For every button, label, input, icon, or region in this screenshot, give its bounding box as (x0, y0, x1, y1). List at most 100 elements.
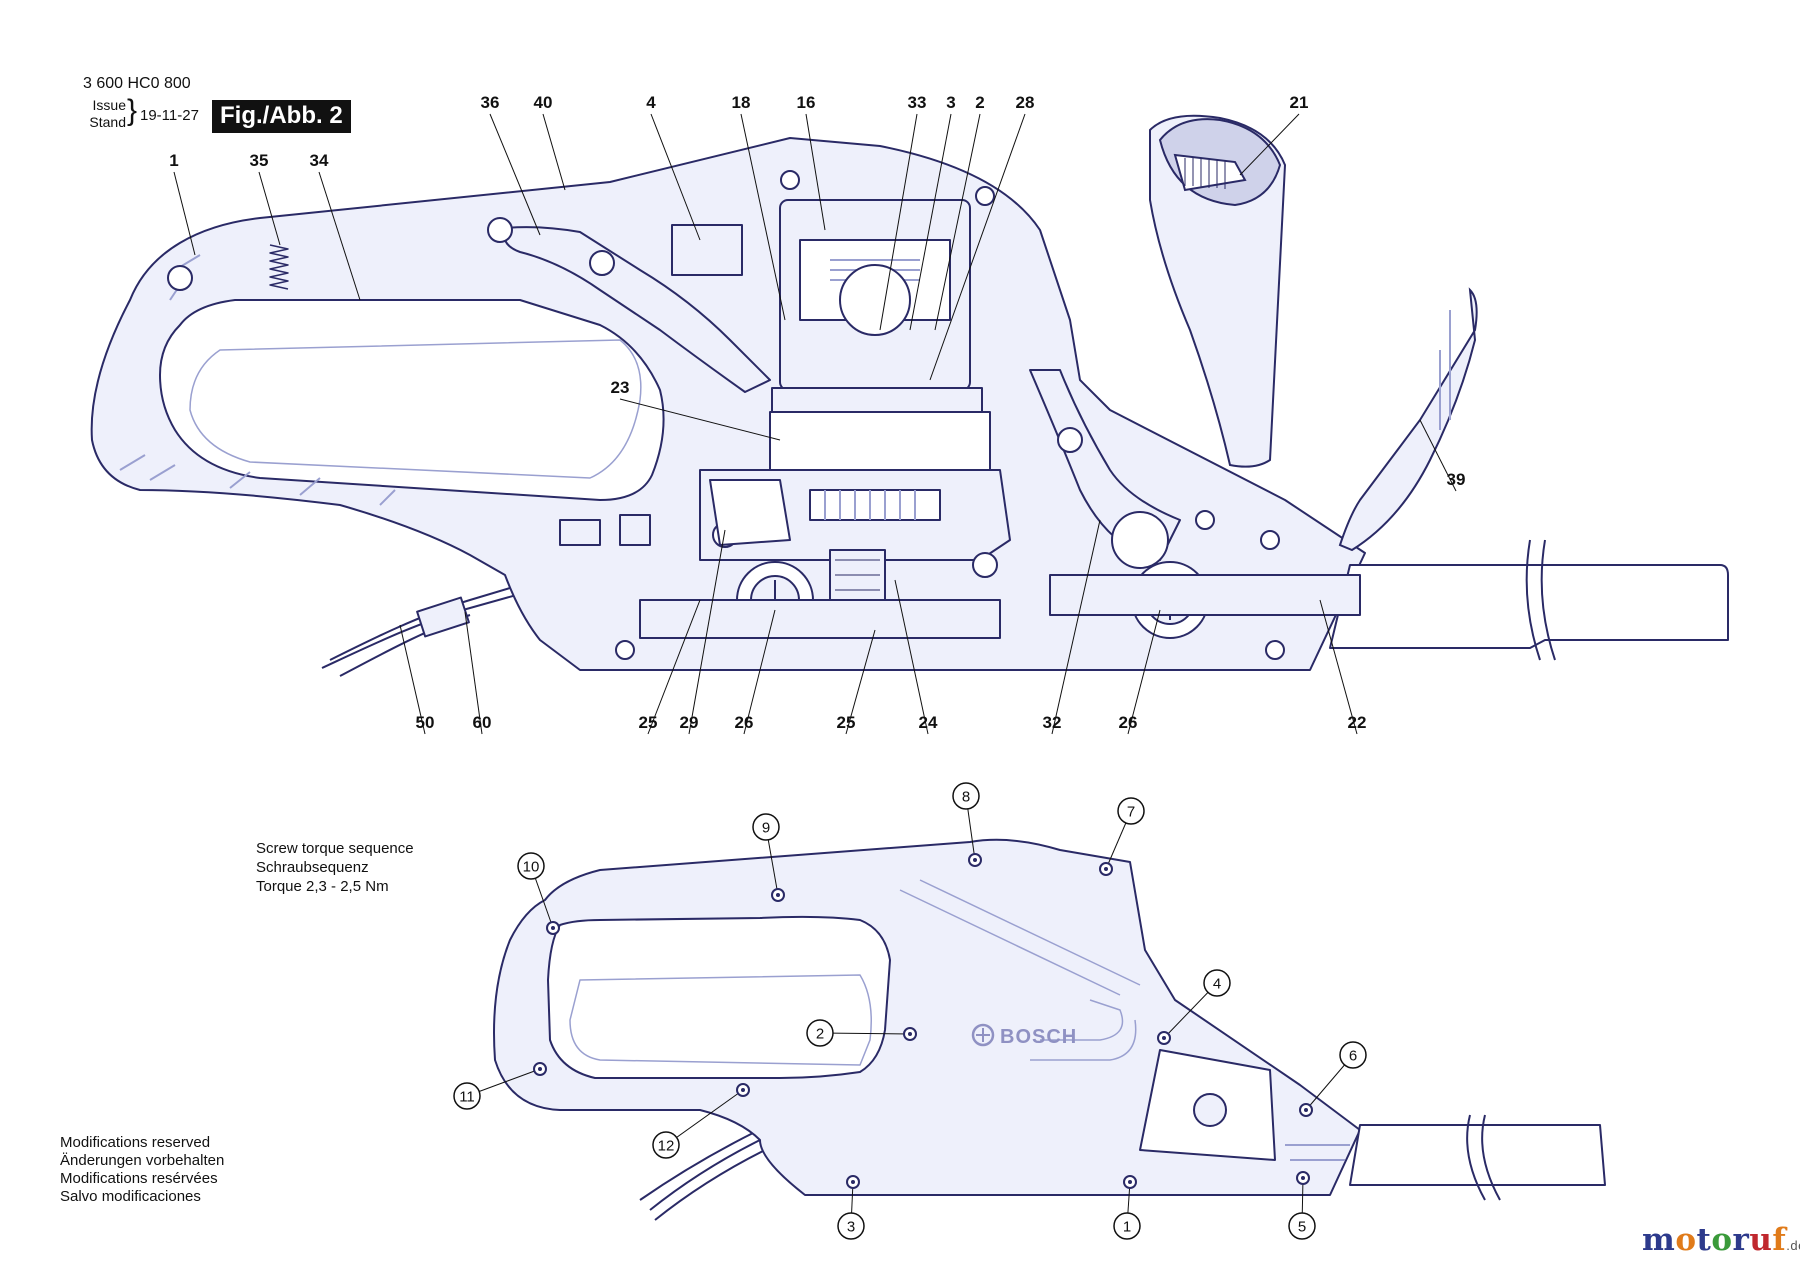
part-callout-26: 26 (1119, 713, 1138, 732)
watermark-letter: r (1732, 1222, 1750, 1258)
issue-date: 19-11-27 (140, 107, 199, 124)
watermark-logo: motoruf.de (1642, 1222, 1800, 1258)
screw-number-circle (1113, 1212, 1141, 1240)
screw-number-circle (837, 1212, 865, 1240)
screw-head-center (741, 1088, 745, 1092)
part-callout-2: 2 (975, 93, 984, 112)
part-callout-35: 35 (250, 151, 269, 170)
screw-sequence-5: 5 (1298, 1219, 1306, 1236)
watermark-letter: o (1711, 1222, 1733, 1258)
torque-line-3: Torque 2,3 - 2,5 Nm (256, 878, 389, 895)
screw-sequence-7: 7 (1127, 804, 1135, 821)
modifications-fr: Modifications resérvées (60, 1170, 218, 1187)
screw-head-center (1128, 1180, 1132, 1184)
part-callout-4: 4 (646, 93, 656, 112)
callout-leader (934, 113, 981, 331)
modifications-es: Salvo modificaciones (60, 1188, 201, 1205)
issue-stand-labels: Issue Stand (80, 97, 126, 131)
modifications-note: Modifications reserved Änderungen vorbeh… (60, 1134, 224, 1206)
screw-number-circle (1117, 797, 1145, 825)
callout-leader (688, 529, 726, 735)
callout-leader (1239, 113, 1300, 176)
callout-leader (879, 113, 918, 331)
screw-number-circle (752, 813, 780, 841)
handle-opening (159, 299, 665, 501)
callout-leader (845, 629, 876, 735)
part-callout-29: 29 (680, 713, 699, 732)
assembled-cable (649, 1129, 791, 1211)
torque-note: Screw torque sequence Schraubsequenz Tor… (256, 839, 414, 896)
callout-leader (740, 113, 786, 321)
screw-head-center (1104, 867, 1108, 871)
blade-guard (1338, 287, 1478, 552)
figure-label: Fig./Abb. 2 (212, 100, 351, 133)
screw-number-circle (1288, 1212, 1316, 1240)
screw-head-center (1301, 1176, 1305, 1180)
screw-head-center (973, 858, 977, 862)
screw-sequence-12: 12 (658, 1138, 675, 1155)
screw-number-circle (652, 1131, 680, 1159)
watermark-letter: m (1642, 1222, 1676, 1258)
modifications-en: Modifications reserved (60, 1134, 211, 1151)
watermark-domain: .de (1786, 1238, 1800, 1253)
screw-number-circle (517, 852, 545, 880)
part-callout-1: 1 (169, 151, 178, 170)
screw-sequence-11: 11 (459, 1089, 475, 1106)
issue-label: Issue (92, 97, 126, 113)
stand-label: Stand (89, 114, 126, 130)
screw-head-center (1162, 1036, 1166, 1040)
part-callout-23: 23 (611, 378, 630, 397)
callout-leader (894, 579, 929, 735)
callout-leader (318, 171, 361, 301)
part-callout-16: 16 (797, 93, 816, 112)
screw-number-circle (453, 1082, 481, 1110)
callout-leader (464, 611, 483, 735)
watermark-letter: f (1772, 1222, 1787, 1258)
screw-number-circle (806, 1019, 834, 1047)
screw-sequence-8: 8 (962, 789, 970, 806)
part-callout-39: 39 (1447, 470, 1466, 489)
callout-leader (489, 113, 541, 236)
part-callout-50: 50 (416, 713, 435, 732)
screw-sequence-1: 1 (1123, 1219, 1131, 1236)
screw-sequence-10: 10 (523, 859, 540, 876)
part-number: 3 600 HC0 800 (83, 75, 191, 92)
callout-leader (1051, 519, 1101, 735)
screw-sequence-6: 6 (1349, 1048, 1357, 1065)
part-callout-21: 21 (1290, 93, 1309, 112)
assembled-handle-opening (547, 915, 891, 1079)
part-callout-25: 25 (837, 713, 856, 732)
callout-leader (542, 113, 566, 191)
assembled-blade-bar (1349, 1124, 1606, 1186)
callout-leader (1419, 419, 1457, 492)
brace-glyph: } (127, 94, 138, 127)
screw-head-center (551, 926, 555, 930)
spring (269, 244, 289, 290)
tool-housing-exploded (90, 137, 1729, 677)
callout-leader (743, 609, 776, 735)
screw-number-circle (952, 782, 980, 810)
screw-sequence-4: 4 (1213, 976, 1221, 993)
callout-leader (650, 113, 701, 241)
part-callout-36: 36 (481, 93, 500, 112)
callout-leader (1127, 609, 1161, 735)
screw-leader (819, 1032, 911, 1035)
screw-head-center (1304, 1108, 1308, 1112)
housing-outline (90, 137, 1366, 671)
part-callout-26: 26 (735, 713, 754, 732)
watermark-letters: motoruf (1642, 1222, 1786, 1258)
part-callout-32: 32 (1043, 713, 1062, 732)
screw-head-center (851, 1180, 855, 1184)
callout-leader (173, 171, 196, 256)
screw-head-center (908, 1032, 912, 1036)
screw-sequence-2: 2 (816, 1026, 824, 1043)
torque-line-2: Schraubsequenz (256, 859, 369, 876)
callout-leader (619, 398, 781, 441)
screw-number-circle (1339, 1041, 1367, 1069)
callout-leader (805, 113, 826, 231)
part-callout-24: 24 (919, 713, 938, 732)
switch (671, 224, 743, 276)
